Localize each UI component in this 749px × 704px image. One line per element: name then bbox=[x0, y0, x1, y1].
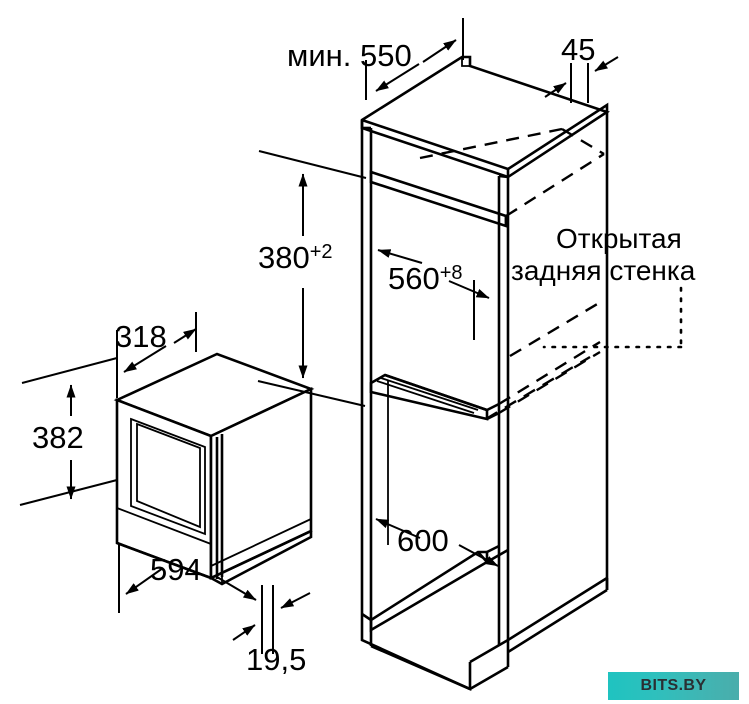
label-door-thickness: 19,5 bbox=[246, 642, 306, 677]
note-line-1: Открытая bbox=[556, 223, 682, 254]
cabinet-bottom-panel bbox=[369, 544, 509, 633]
label-appliance-width: 594 bbox=[150, 552, 202, 587]
cabinet-top-panel bbox=[360, 55, 610, 179]
cabinet-upper-shelf bbox=[369, 127, 605, 228]
watermark-text: BITS.BY bbox=[640, 677, 707, 694]
dimension-door-thickness bbox=[232, 585, 311, 654]
cabinet-left-side-panel bbox=[360, 120, 373, 622]
label-appliance-height: 382 bbox=[32, 420, 84, 455]
microwave-appliance bbox=[113, 352, 315, 586]
label-niche-depth: мин. 550 bbox=[287, 38, 412, 73]
label-niche-width: 560+8 bbox=[388, 261, 463, 296]
note-line-2: задняя стенка bbox=[511, 255, 696, 286]
dimension-appliance-height bbox=[19, 357, 118, 506]
dimension-niche-depth bbox=[365, 18, 464, 100]
watermark-badge: BITS.BY bbox=[608, 672, 739, 700]
cabinet-assembly bbox=[360, 55, 610, 692]
label-cabinet-width: 600 bbox=[397, 523, 449, 558]
dimension-cabinet-width bbox=[375, 518, 499, 567]
open-back-wall-note: Открытая задняя стенка bbox=[511, 223, 696, 286]
dimension-labels: мин. 550 45 380+2 560+8 600 318 382 594 … bbox=[32, 32, 595, 677]
dimension-niche-height bbox=[257, 150, 367, 407]
cabinet-plinth bbox=[360, 614, 510, 692]
label-top-gap: 45 bbox=[561, 32, 595, 67]
dimension-niche-width bbox=[377, 249, 490, 340]
dimension-appliance-width bbox=[118, 543, 257, 613]
cabinet-right-face-bottom bbox=[507, 576, 609, 654]
open-back-wall-leader bbox=[542, 286, 683, 349]
dimension-appliance-depth bbox=[116, 312, 197, 398]
label-appliance-depth: 318 bbox=[115, 319, 167, 354]
label-niche-height: 380+2 bbox=[258, 240, 333, 275]
cabinet-middle-shelf bbox=[369, 298, 605, 421]
dimension-top-gap bbox=[544, 56, 619, 103]
cabinet-front-right-post bbox=[497, 174, 510, 652]
